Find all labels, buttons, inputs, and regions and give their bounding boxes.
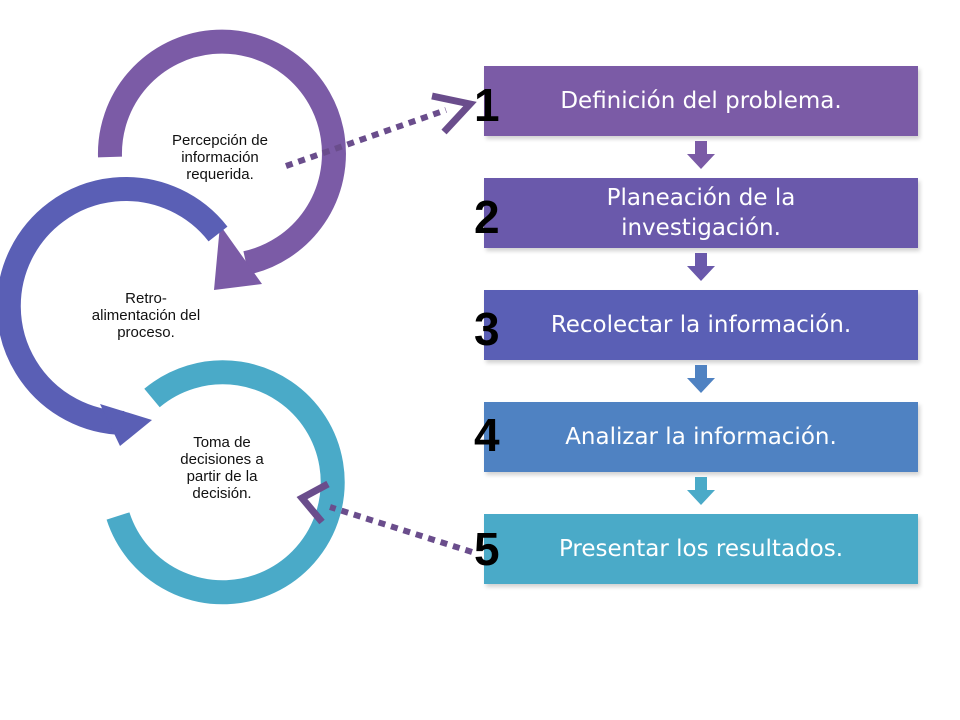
step-number-4: 4: [474, 409, 500, 461]
down-arrow-icon: [687, 253, 715, 281]
step-number-1: 1: [474, 79, 500, 131]
cycle-label-feedback: Retro- alimentación del proceso.: [91, 290, 201, 341]
step-box-1: Definición del problema.: [484, 66, 918, 136]
cycle-arrowhead-feedback: [100, 404, 152, 446]
step-box-2: Planeación de la investigación.: [484, 178, 918, 248]
cycle-arc-decisions: [106, 360, 345, 605]
step-number-3: 3: [474, 303, 500, 355]
down-arrow-icon: [687, 141, 715, 169]
cycle-label-perception: Percepción de información requerida.: [172, 132, 268, 183]
step-number-2: 2: [474, 191, 500, 243]
step-box-4: Analizar la información.: [484, 402, 918, 472]
step-number-5: 5: [474, 523, 500, 575]
step-box-5: Presentar los resultados.: [484, 514, 918, 584]
connector-arrowhead-1: [431, 92, 477, 135]
connector-arrowhead-5: [296, 480, 330, 525]
cycle-arc-feedback: [0, 177, 228, 435]
connector-to-step-1: [285, 107, 447, 169]
cycle-label-decisions: Toma de decisiones a partir de la decisi…: [180, 434, 264, 502]
down-arrow-icon: [687, 365, 715, 393]
connector-from-step-5: [329, 504, 473, 555]
step-box-3: Recolectar la información.: [484, 290, 918, 360]
down-arrow-icon: [687, 477, 715, 505]
cycle-arrowhead-perception: [214, 225, 262, 290]
cycle-arc-perception: [97, 29, 346, 275]
